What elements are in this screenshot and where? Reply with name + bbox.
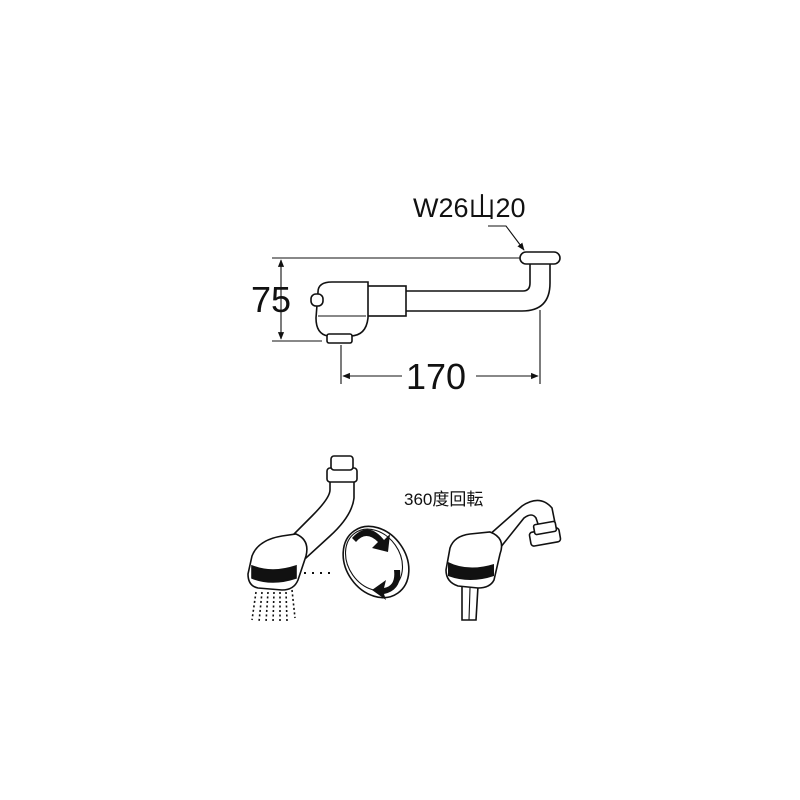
shower-head-band xyxy=(251,564,297,583)
rotating-disc xyxy=(342,525,410,599)
swivel-collar xyxy=(361,285,407,317)
rotation-label: 360度回転 xyxy=(404,490,483,509)
rotate-arrow-bottom-icon xyxy=(372,570,401,600)
water-spray xyxy=(251,589,296,623)
spout-pipe xyxy=(399,261,551,312)
aerator-top xyxy=(532,520,558,536)
mode-button xyxy=(310,293,324,307)
shower-fitting-nut xyxy=(330,455,354,471)
rotation-disc-illustration xyxy=(342,525,410,600)
outlet-nozzle xyxy=(326,333,353,344)
thread-spec-label: W26山20 xyxy=(413,193,526,223)
thread-nut xyxy=(519,251,561,265)
thread-leader-line xyxy=(488,225,525,251)
height-dimension-label: 75 xyxy=(251,279,291,320)
hose-highlight xyxy=(468,587,471,621)
shower-mode-illustration xyxy=(247,455,358,623)
side-view-drawing xyxy=(272,225,561,384)
spout-mode-illustration xyxy=(445,499,562,621)
rotate-arrow-top-icon xyxy=(352,529,390,552)
shower-head-body xyxy=(315,281,369,337)
length-dimension-label: 170 xyxy=(406,356,466,397)
spout-mode-head-band xyxy=(448,562,494,580)
